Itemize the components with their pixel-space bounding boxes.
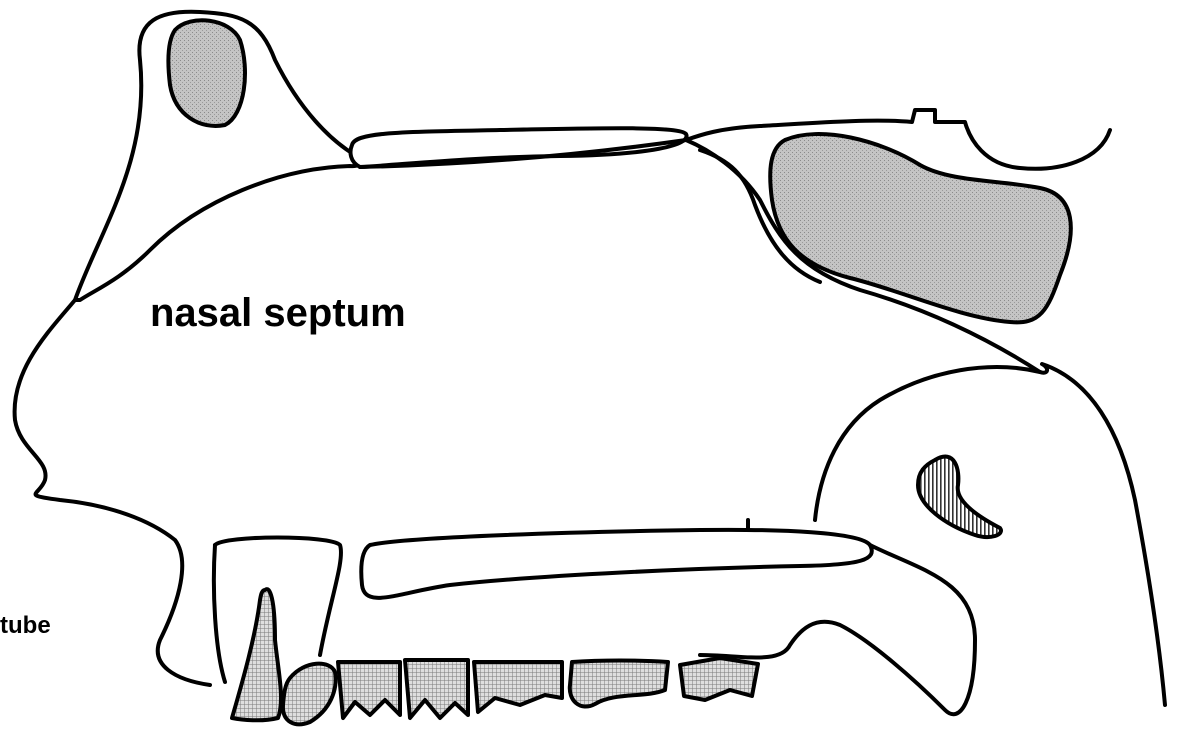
nasal-septum-label: nasal septum	[150, 291, 406, 335]
molar-tooth-3	[474, 662, 562, 712]
hard-palate	[361, 530, 872, 598]
molar-tooth-2	[405, 660, 468, 718]
clivus-outline	[1040, 364, 1165, 705]
eustachian-tube-opening	[918, 457, 1001, 537]
incisor-socket	[214, 545, 225, 682]
tube-label: tube	[0, 612, 51, 639]
canine-tooth	[232, 589, 281, 720]
molar-tooth-1	[338, 662, 400, 718]
premolar-tooth-1	[283, 664, 336, 725]
frontal-sinus	[168, 20, 245, 126]
molar-tooth-4	[570, 661, 668, 707]
molar-tooth-5	[680, 658, 758, 700]
sphenoid-sinus	[770, 134, 1071, 322]
